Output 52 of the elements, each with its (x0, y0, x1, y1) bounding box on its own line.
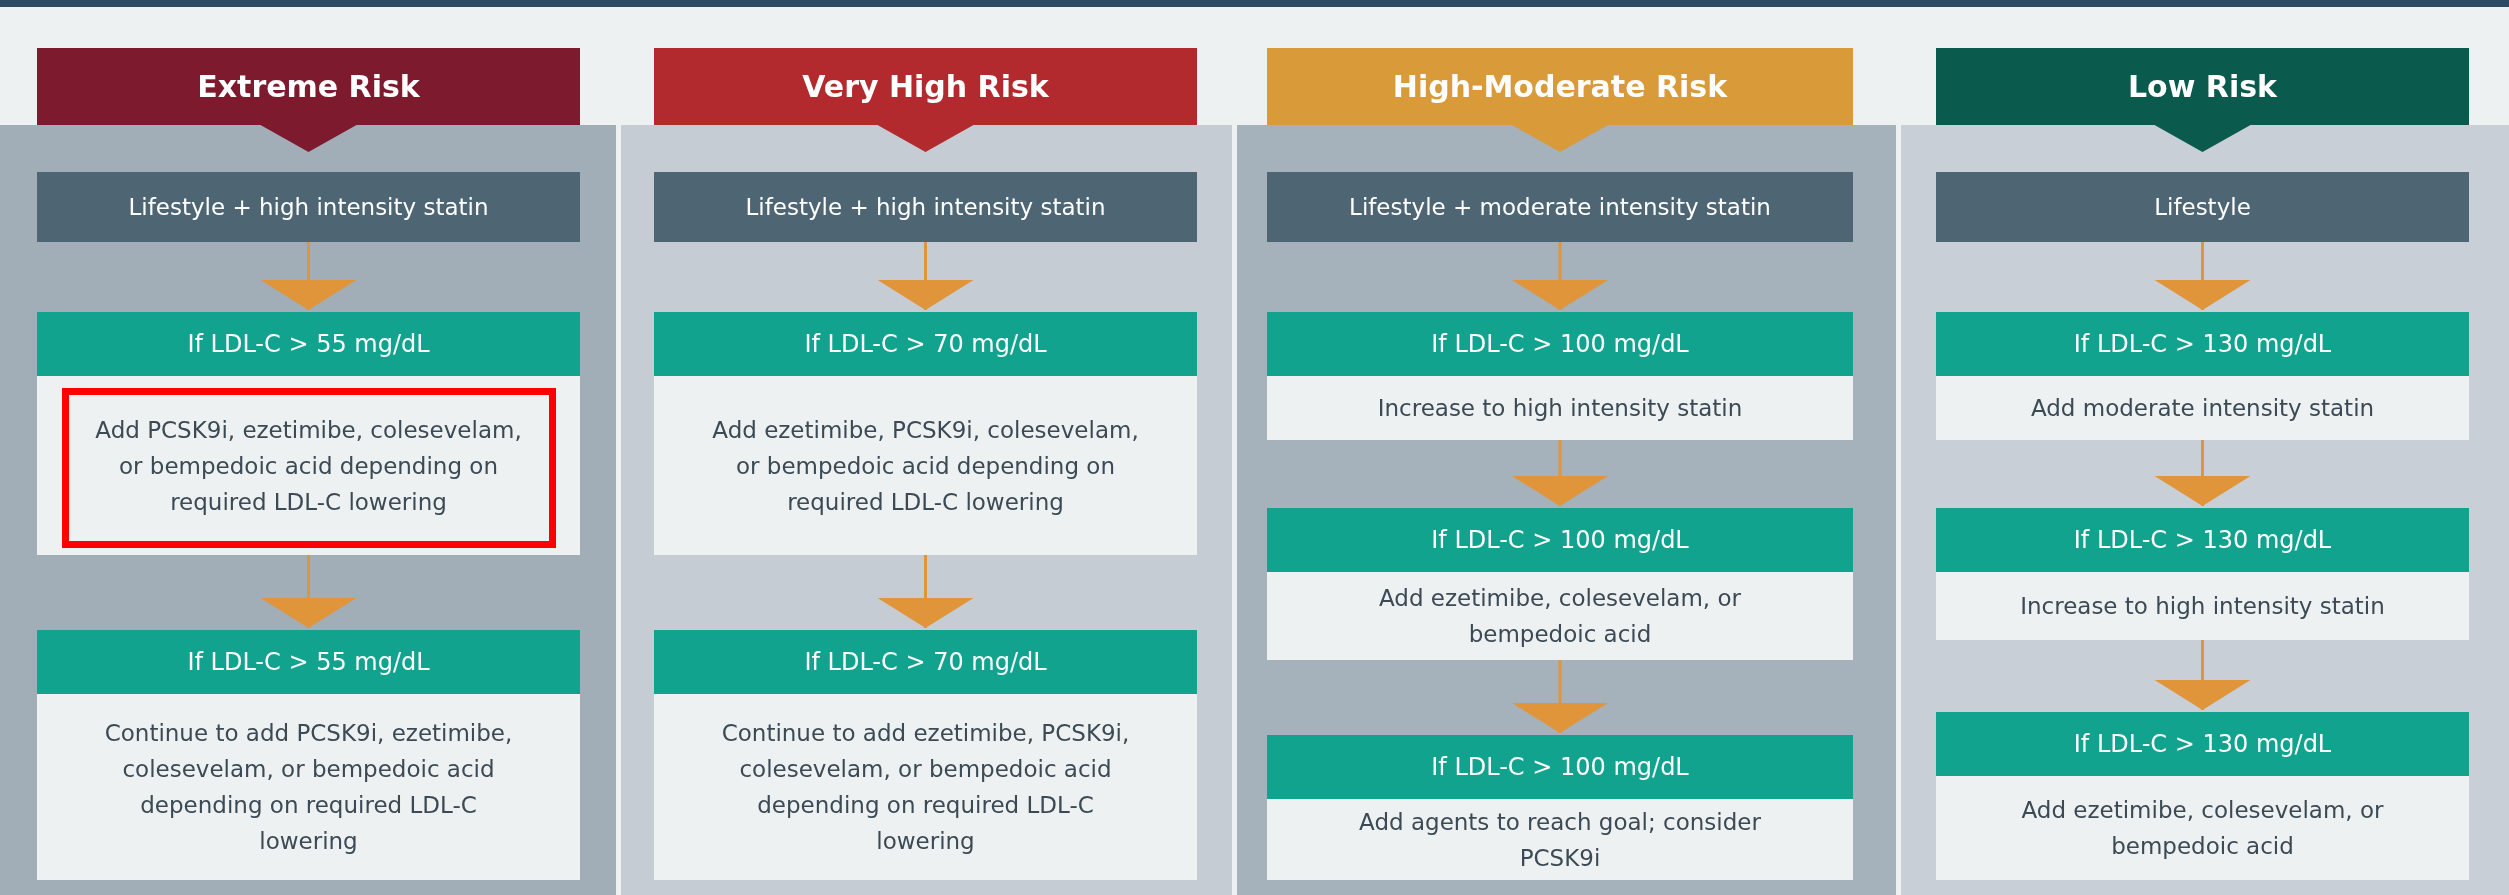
therapy-box: Lifestyle + moderate intensity statin (1267, 172, 1853, 242)
therapy-box: Lifestyle + high intensity statin (654, 172, 1197, 242)
step-card (1267, 508, 1853, 660)
treatment-text: Continue to add PCSK9i, ezetimibe, colesevelam, or bempedoic acid depending on required LDL-C lowering (37, 694, 580, 880)
step-card (37, 630, 580, 880)
chevron-arrow (2154, 242, 2251, 310)
treatment-text: Add ezetimibe, colesevelam, or bempedoic acid (1936, 776, 2469, 880)
condition-heading: If LDL-C > 70 mg/dL (654, 630, 1197, 694)
risk-level-title: Extreme Risk (196, 68, 421, 106)
condition-heading: If LDL-C > 130 mg/dL (1936, 312, 2469, 376)
condition-heading: If LDL-C > 130 mg/dL (1936, 712, 2469, 776)
chevron-arrow (1512, 242, 1608, 310)
condition-heading: If LDL-C > 55 mg/dL (37, 630, 580, 694)
step-card (37, 312, 580, 555)
risk-header-tab (1936, 48, 2469, 152)
chevron-arrow (1512, 660, 1608, 733)
step-card (654, 312, 1197, 555)
chevron-arrow (877, 242, 974, 310)
chevron-arrow (2154, 440, 2251, 506)
chevron-arrow (1512, 440, 1608, 506)
step-card (654, 630, 1197, 880)
therapy-box: Lifestyle + high intensity statin (37, 172, 580, 242)
treatment-text: Add ezetimibe, colesevelam, or bempedoic acid (1267, 572, 1853, 660)
chevron-arrow (2154, 640, 2251, 710)
risk-level-title: Very High Risk (801, 68, 1050, 106)
condition-heading: If LDL-C > 130 mg/dL (1936, 508, 2469, 572)
risk-header-tab (1267, 48, 1853, 152)
condition-heading: If LDL-C > 100 mg/dL (1267, 312, 1853, 376)
treatment-text: Increase to high intensity statin (1936, 572, 2469, 640)
therapy-box: Lifestyle (1936, 172, 2469, 242)
condition-heading: If LDL-C > 100 mg/dL (1267, 735, 1853, 799)
risk-header-tab (654, 48, 1197, 152)
step-card (1936, 312, 2469, 440)
step-card (1936, 712, 2469, 880)
treatment-text: Continue to add ezetimibe, PCSK9i, colesevelam, or bempedoic acid depending on required LDL-C lowering (654, 694, 1197, 880)
condition-heading: If LDL-C > 100 mg/dL (1267, 508, 1853, 572)
risk-level-title: Low Risk (2126, 68, 2279, 106)
condition-heading: If LDL-C > 55 mg/dL (37, 312, 580, 376)
chevron-arrow (260, 242, 357, 310)
risk-header-tab (37, 48, 580, 152)
chevron-arrow (877, 555, 974, 628)
treatment-text: Add moderate intensity statin (1936, 376, 2469, 440)
step-card (1267, 735, 1853, 880)
chevron-arrow (260, 555, 357, 628)
treatment-text: Add ezetimibe, PCSK9i, colesevelam, or bempedoic acid depending on required LDL-C lowering (654, 376, 1197, 555)
condition-heading: If LDL-C > 70 mg/dL (654, 312, 1197, 376)
step-card (1936, 508, 2469, 640)
treatment-text: Add agents to reach goal; consider PCSK9i (1267, 799, 1853, 880)
treatment-text: Increase to high intensity statin (1267, 376, 1853, 440)
risk-level-title: High-Moderate Risk (1391, 68, 1729, 106)
treatment-text: Add PCSK9i, ezetimibe, colesevelam, or bempedoic acid depending on required LDL-C lowering (37, 376, 580, 555)
step-card (1267, 312, 1853, 440)
